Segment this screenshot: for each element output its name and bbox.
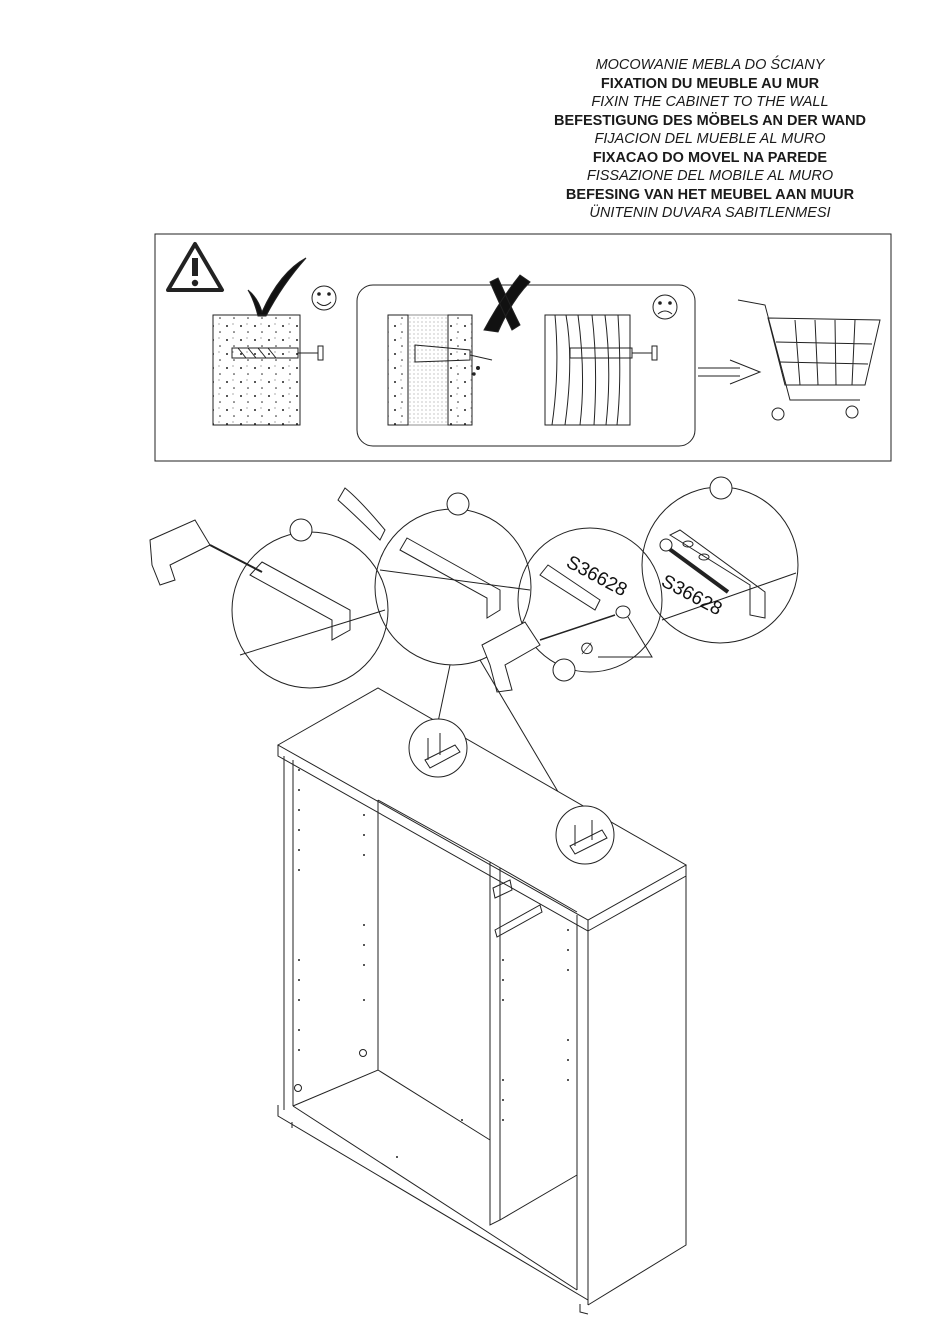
shopping-cart-icon [737, 299, 881, 421]
plaster-wall-inner [447, 314, 473, 426]
title-es: FIJACION DEL MUEBLE AL MURO [594, 131, 826, 147]
arrow-icon [698, 359, 762, 385]
bracket-detail-right [555, 805, 615, 865]
detail-drill-holes [231, 518, 389, 689]
drill-icon [149, 519, 616, 693]
detail-dowel: S36628 ∅ [517, 527, 663, 682]
detail-screw: S36628 [641, 476, 799, 644]
detail-marking [374, 492, 532, 666]
wood-wall [544, 314, 631, 426]
leader-line [437, 664, 451, 723]
title-pt: FIXACAO DO MOVEL NA PAREDE [592, 149, 828, 166]
anchor-bolt-wood [569, 345, 658, 361]
title-nl: BEFESING VAN HET MEUBEL AAN MUUR [565, 186, 855, 203]
plaster-wall-outer [387, 314, 409, 426]
leader-line [479, 659, 571, 813]
dowel-code-label: S36628 [563, 552, 631, 601]
title-fr: FIXATION DU MEUBLE AU MUR [600, 75, 820, 92]
cabinet [276, 687, 688, 1315]
title-tr: ÜNITENIN DUVARA SABITLENMESI [589, 205, 831, 221]
sad-face-icon [652, 294, 678, 320]
wall-type-panel [154, 233, 892, 462]
drywall-core [407, 314, 449, 426]
cross-icon [483, 274, 531, 333]
happy-face-icon [311, 285, 337, 311]
title-en: FIXIN THE CABINET TO THE WALL [591, 94, 829, 110]
bracket-detail-left [408, 718, 468, 778]
title-it: FISSAZIONE DEL MOBILE AL MURO [586, 168, 834, 184]
title-de: BEFESTIGUNG DES MÖBELS AN DER WAND [553, 112, 867, 129]
checkmark-icon [247, 257, 307, 317]
diameter-symbol: ∅ [580, 641, 594, 658]
screw-code-label: S36628 [658, 571, 726, 620]
title-pl: MOCOWANIE MEBLA DO ŚCIANY [595, 57, 825, 73]
warning-icon [166, 242, 224, 292]
title-block: MOCOWANIE MEBLA DO ŚCIANY FIXATION DU ME… [530, 56, 890, 223]
concrete-wall [212, 314, 301, 426]
hand-pencil [337, 487, 386, 541]
anchor-bolt-loose [414, 344, 493, 376]
anchor-bolt [231, 345, 324, 361]
